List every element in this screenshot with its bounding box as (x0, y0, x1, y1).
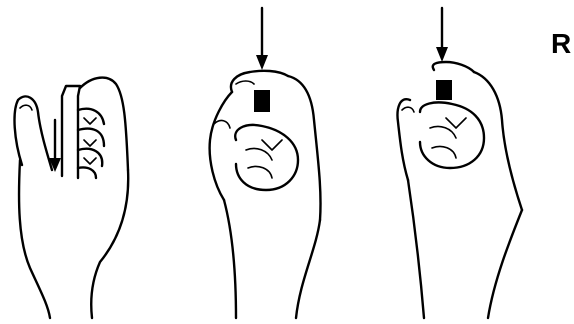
hand2-fist (234, 123, 300, 192)
hand3-thumb-top (431, 60, 476, 74)
hand1-thumb (13, 95, 54, 172)
hand-illustration-2 (208, 6, 322, 320)
hand3-thumbnail (401, 106, 415, 113)
hand3-block (436, 80, 452, 100)
hand1-arrow-head (49, 158, 61, 172)
hand2-thumb-crease (213, 119, 231, 129)
hand3-thumb-left (396, 98, 412, 182)
hand1-back (78, 76, 130, 172)
hand2-finger-lines (245, 139, 283, 179)
hand2-wrist-left (222, 198, 238, 320)
hand3-back (472, 70, 524, 212)
hand2-wrist-right (294, 218, 322, 320)
hand2-thumb-top (229, 69, 290, 94)
hand1-knuckles (83, 117, 97, 165)
hand2-thumbnail (235, 80, 255, 85)
hand2-arrow-head (256, 55, 268, 70)
hand1-fingers (76, 107, 106, 180)
hand3-finger-lines (429, 117, 467, 159)
hand-illustration-1 (13, 76, 130, 320)
hand2-block (254, 90, 270, 112)
hand3-fist (418, 101, 486, 170)
hand3-arrow-head (436, 47, 448, 62)
hand-illustration-3 (396, 6, 524, 320)
hand3-wrist-left (406, 178, 426, 320)
hand1-bar (60, 84, 82, 180)
panel-label: R (551, 28, 572, 59)
hand1-thumbnail (19, 104, 33, 111)
hand2-back (286, 74, 322, 222)
hand2-thumb-base (208, 90, 234, 202)
hand1-wrist-right (90, 168, 130, 320)
hand3-wrist-right (486, 208, 524, 320)
hand1-wrist-left (17, 158, 52, 320)
